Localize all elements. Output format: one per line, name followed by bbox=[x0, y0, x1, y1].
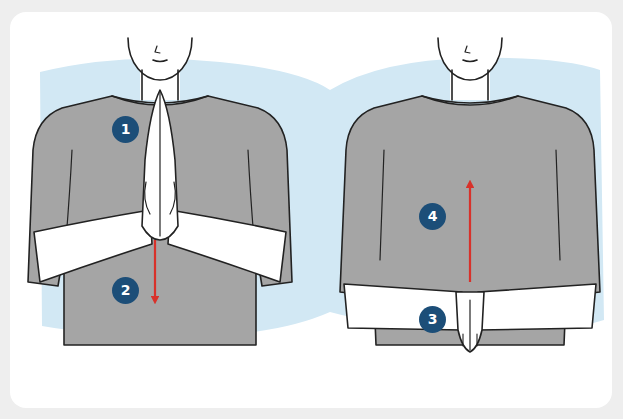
callout-number: 3 bbox=[419, 306, 446, 333]
callout-number: 2 bbox=[112, 277, 139, 304]
callout-number: 4 bbox=[419, 203, 446, 230]
callout-number: 1 bbox=[112, 116, 139, 143]
